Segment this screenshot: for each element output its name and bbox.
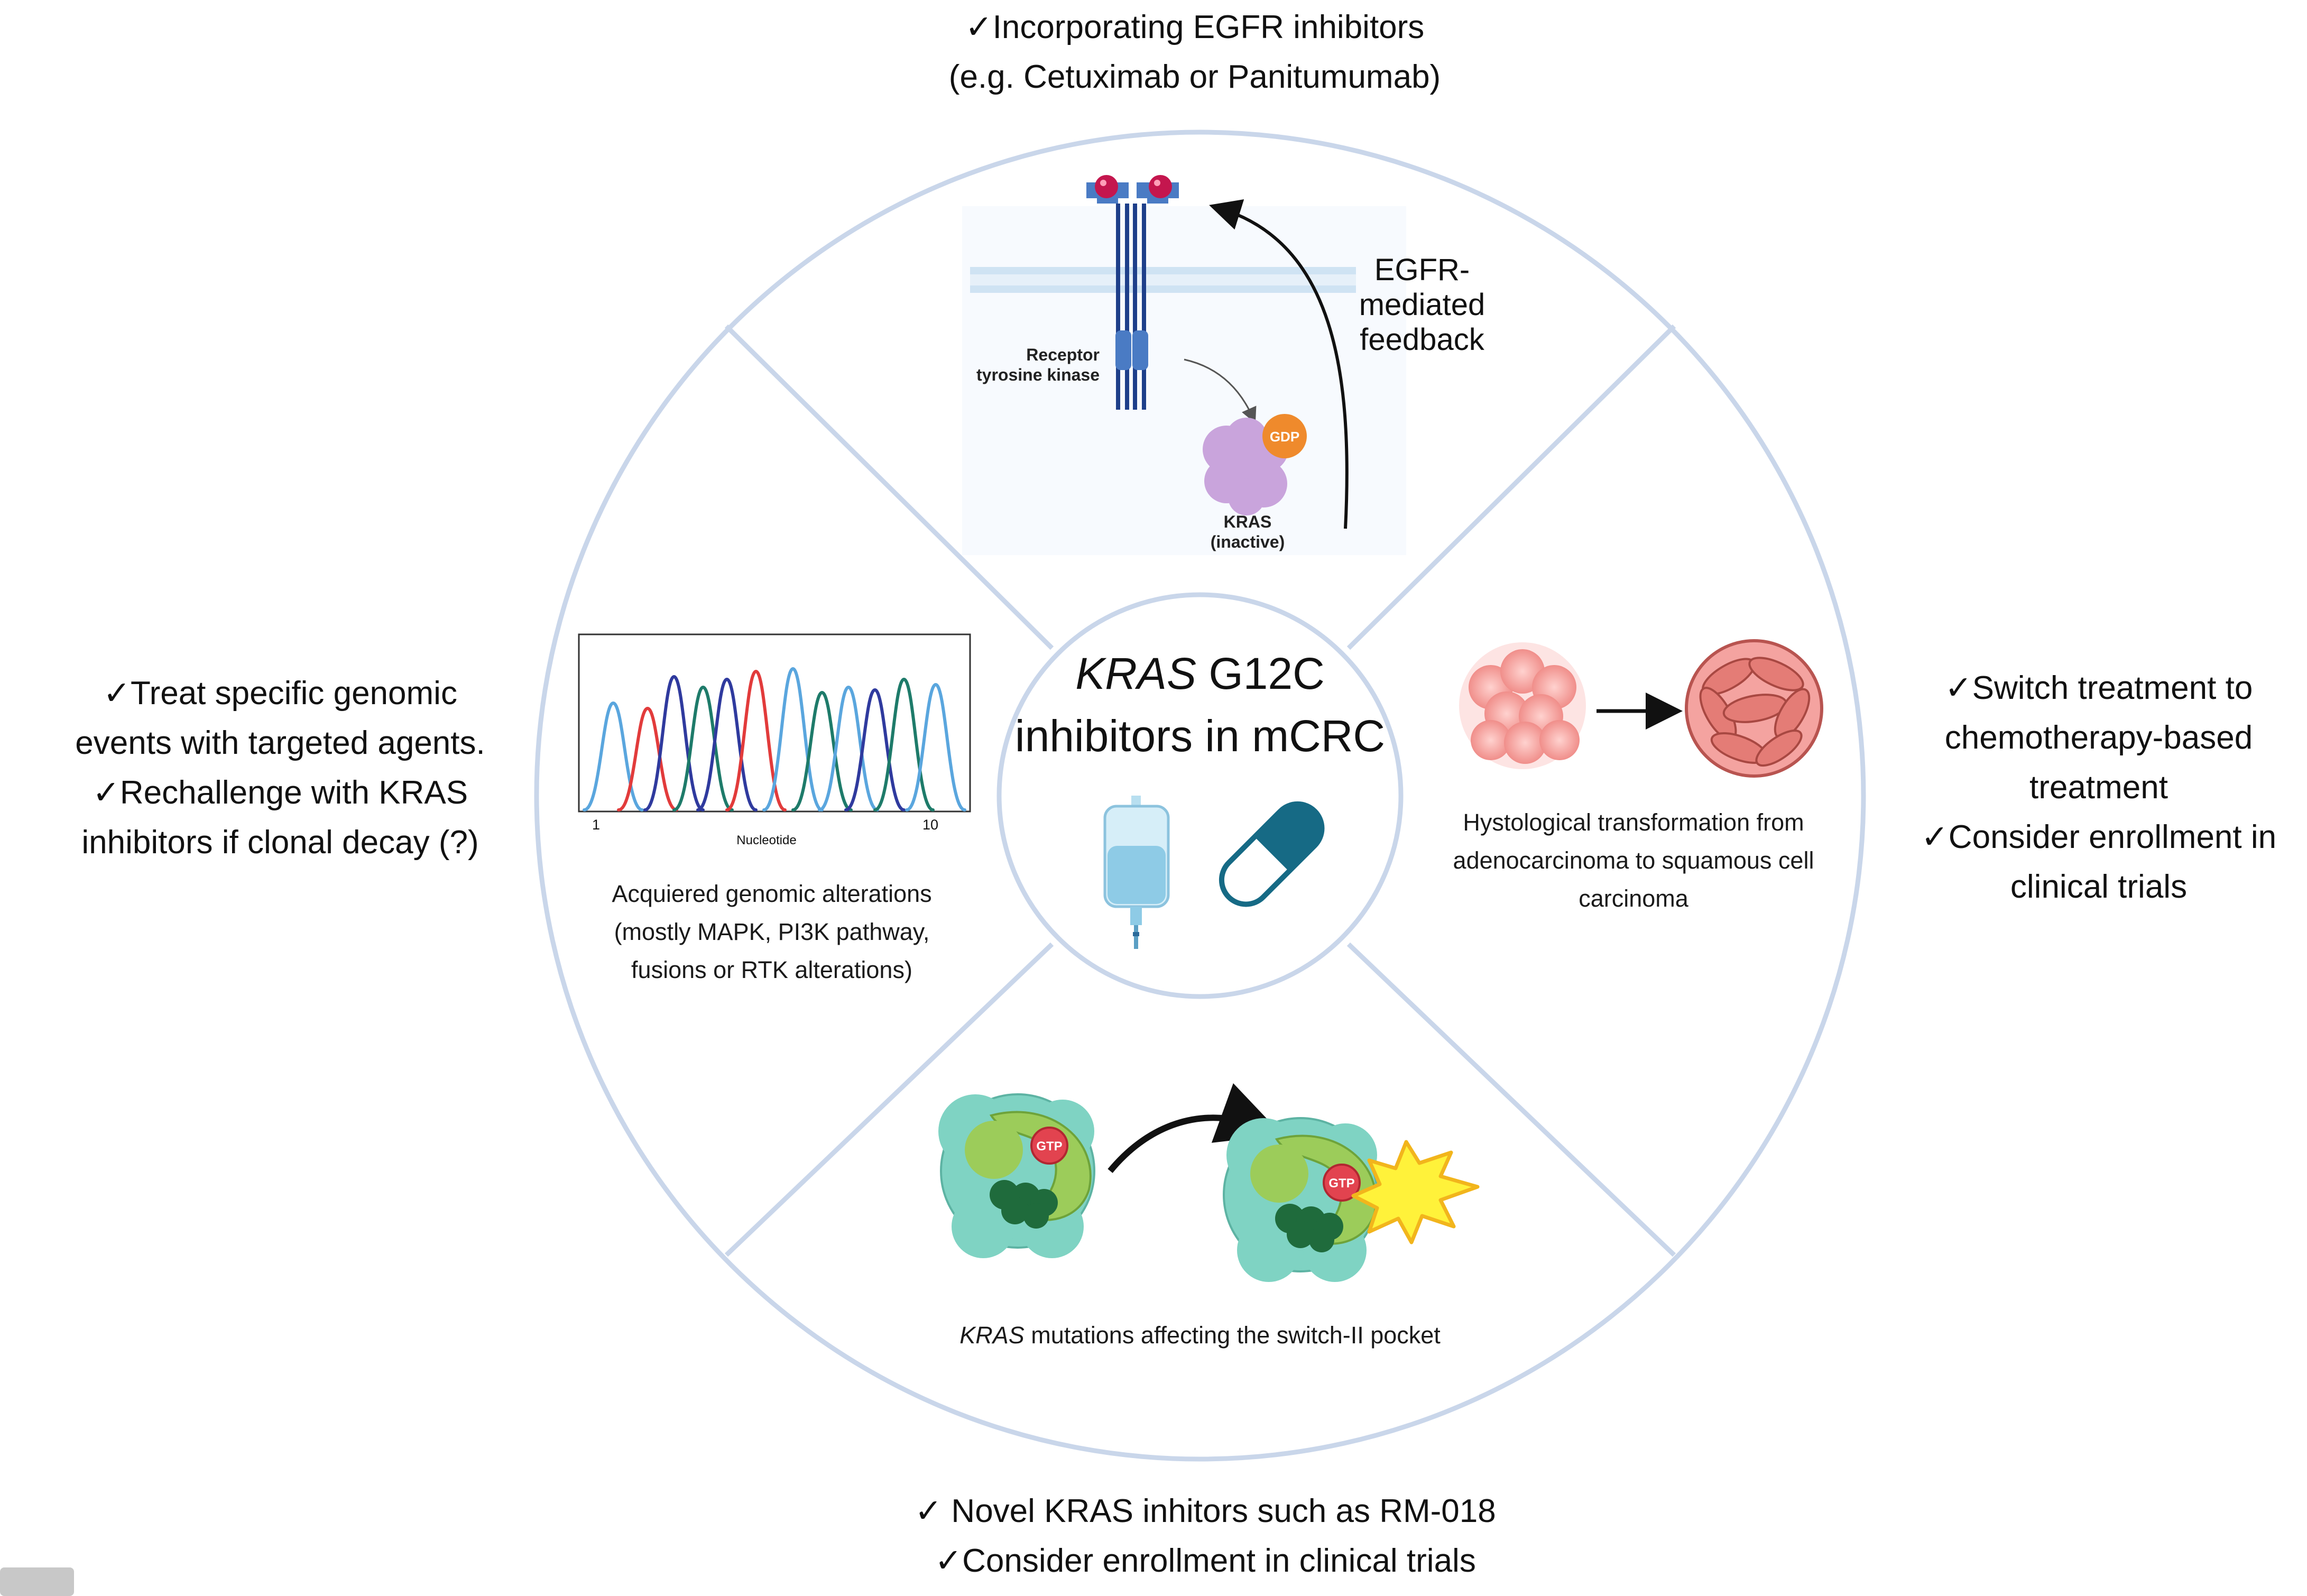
right-note-line3: treatment — [2029, 769, 2168, 806]
gdp-badge — [1262, 414, 1307, 458]
activation-arrow — [1184, 358, 1257, 423]
ligand-icon — [1095, 175, 1172, 198]
left-note-line4: inhibitors if clonal decay (?) — [81, 824, 479, 861]
corner-mark — [0, 1567, 74, 1596]
receptor-label-line2: tyrosine kinase — [976, 365, 1100, 384]
kras-protein-left — [938, 1093, 1095, 1258]
center-title-rest: G12C — [1196, 649, 1325, 698]
chromatogram-tick-1: 1 — [592, 817, 601, 833]
gtp-label-right: GTP — [1328, 1176, 1355, 1191]
top-note-line2: (e.g. Cetuximab or Panitumumab) — [948, 59, 1441, 95]
feedback-label-line2: mediated — [1359, 288, 1485, 322]
receptor-label-line1: Receptor — [1026, 345, 1100, 364]
feedback-label-line1: EGFR- — [1374, 253, 1470, 287]
adenocarcinoma-cells — [1459, 642, 1586, 769]
left-note-line3: ✓Rechallenge with KRAS — [92, 774, 468, 811]
gtp-badge-right — [1323, 1164, 1361, 1202]
kras-inactive-line1: KRAS — [1223, 512, 1272, 531]
iv-bag-icon — [1103, 796, 1170, 949]
top-panel-illustration — [962, 175, 1406, 555]
feedback-label: EGFR- mediated feedback — [1353, 253, 1491, 357]
feedback-arrow — [1209, 199, 1349, 529]
quadrant-dividers — [724, 324, 1676, 1257]
chromatogram-peaks — [583, 667, 966, 811]
right-panel-caption-line1: Hystological transformation from — [1463, 809, 1804, 836]
left-panel-caption-line3: fusions or RTK alterations) — [631, 956, 912, 983]
kras-inactive-label: KRAS (inactive) — [1189, 512, 1306, 552]
right-note-line4: ✓Consider enrollment in — [1921, 819, 2277, 855]
bottom-note-line2: ✓Consider enrollment in clinical trials — [935, 1543, 1476, 1579]
bottom-panel-caption: KRAS mutations affecting the switch-II p… — [888, 1316, 1512, 1354]
squamous-cells — [1685, 639, 1823, 778]
right-note-line2: chemotherapy-based — [1944, 719, 2253, 756]
gdp-label: GDP — [1269, 429, 1300, 445]
outer-ring — [534, 130, 1866, 1462]
right-panel-caption-line2: adenocarcinoma to squamous cell — [1453, 847, 1814, 874]
right-panel-caption: Hystological transformation from adenoca… — [1417, 804, 1850, 918]
center-title-italic: KRAS — [1075, 649, 1196, 698]
binding-arrow — [1108, 1083, 1282, 1173]
bottom-note: ✓ Novel KRAS inhitors such as RM-018 ✓Co… — [782, 1487, 1628, 1586]
top-note-line1: ✓Incorporating EGFR inhibitors — [965, 9, 1425, 45]
bottom-note-line1: ✓ Novel KRAS inhitors such as RM-018 — [915, 1493, 1496, 1529]
left-panel-caption-line2: (mostly MAPK, PI3K pathway, — [614, 918, 930, 945]
kras-inactive-line2: (inactive) — [1210, 532, 1285, 551]
kras-inactive-protein — [1203, 418, 1288, 515]
left-panel-caption-line1: Acquiered genomic alterations — [612, 880, 932, 907]
left-panel-caption: Acquiered genomic alterations (mostly MA… — [560, 875, 983, 989]
gtp-badge-left — [1030, 1127, 1068, 1165]
inner-ring — [996, 592, 1404, 999]
pill-icon — [1219, 801, 1325, 907]
mutation-burst-icon — [1351, 1140, 1480, 1244]
left-note: ✓Treat specific genomic events with targ… — [32, 669, 529, 868]
right-note-line5: clinical trials — [2010, 869, 2188, 905]
right-note-line1: ✓Switch treatment to — [1944, 670, 2253, 706]
center-title-line2: inhibitors in mCRC — [1014, 711, 1386, 761]
left-note-line1: ✓Treat specific genomic — [103, 675, 457, 712]
gtp-label-left: GTP — [1036, 1139, 1063, 1154]
chromatogram-tick-10: 10 — [922, 817, 939, 833]
left-note-line2: events with targeted agents. — [75, 725, 485, 761]
cell-membrane — [970, 267, 1356, 274]
receptor-label: Receptor tyrosine kinase — [952, 345, 1100, 385]
left-panel-chromatogram — [578, 633, 971, 813]
center-title-line1: KRAS G12C — [1004, 642, 1396, 705]
bottom-panel-caption-italic: KRAS — [959, 1322, 1025, 1349]
bottom-panel-caption-rest: mutations affecting the switch-II pocket — [1024, 1322, 1441, 1349]
feedback-label-line3: feedback — [1360, 322, 1484, 357]
center-title: KRAS G12C inhibitors in mCRC — [1004, 642, 1396, 767]
top-note: ✓Incorporating EGFR inhibitors (e.g. Cet… — [751, 3, 1639, 102]
right-panel-caption-line3: carcinoma — [1579, 885, 1688, 912]
right-note: ✓Switch treatment to chemotherapy-based … — [1893, 663, 2305, 912]
chromatogram-x-label: Nucleotide — [736, 833, 797, 847]
kras-protein-right — [1223, 1117, 1480, 1282]
